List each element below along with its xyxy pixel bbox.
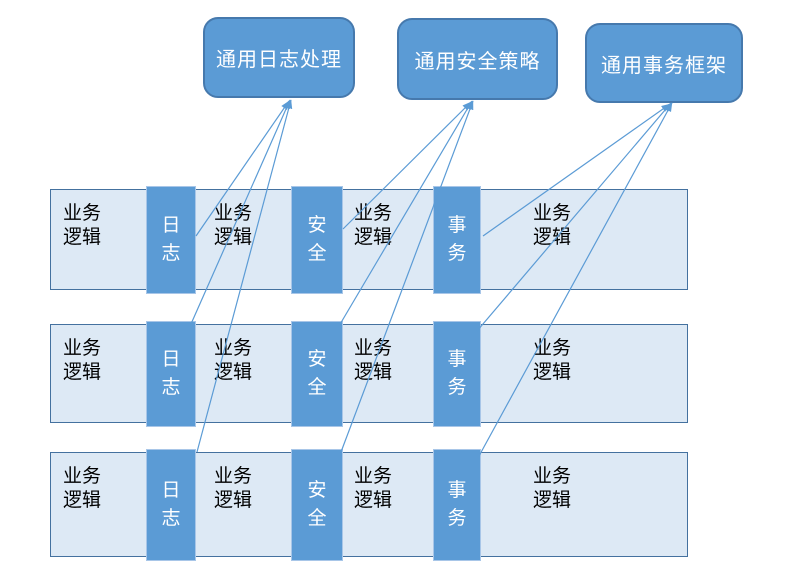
aspect-box-transaction-label: 通用事务框架: [601, 54, 727, 77]
crosscut-segment-security-label: 安 全: [307, 214, 327, 265]
crosscut-segment-transaction-label: 事 务: [447, 479, 467, 530]
crosscut-segment-security: 安 全: [291, 449, 343, 561]
crosscut-segment-security: 安 全: [291, 186, 343, 294]
crosscut-segment-log: 日 志: [146, 321, 196, 427]
crosscut-segment-transaction: 事 务: [433, 186, 481, 294]
crosscut-segment-log: 日 志: [146, 449, 196, 561]
crosscut-segment-log-label: 日 志: [161, 348, 181, 399]
aspect-box-logging: 通用日志处理: [203, 17, 355, 98]
business-logic-segment: 业务 逻辑: [533, 203, 572, 249]
business-logic-segment: 业务 逻辑: [214, 203, 253, 249]
aspect-box-security: 通用安全策略: [397, 18, 558, 100]
pipeline-row-1: 业务 逻辑 日 志 业务 逻辑 安 全 业务 逻辑 事 务 业务 逻辑: [50, 186, 688, 294]
crosscut-segment-transaction-label: 事 务: [447, 348, 467, 399]
business-logic-segment: 业务 逻辑: [63, 466, 102, 512]
aspect-box-transaction: 通用事务框架: [585, 23, 743, 103]
business-logic-segment: 业务 逻辑: [533, 466, 572, 512]
crosscut-segment-transaction-label: 事 务: [447, 214, 467, 265]
pipeline-row-3: 业务 逻辑 日 志 业务 逻辑 安 全 业务 逻辑 事 务 业务 逻辑: [50, 449, 688, 561]
crosscut-segment-security-label: 安 全: [307, 479, 327, 530]
business-logic-segment: 业务 逻辑: [214, 466, 253, 512]
business-logic-segment: 业务 逻辑: [63, 203, 102, 249]
aspect-box-logging-label: 通用日志处理: [216, 49, 342, 71]
business-logic-segment: 业务 逻辑: [63, 338, 102, 384]
pipeline-row-2: 业务 逻辑 日 志 业务 逻辑 安 全 业务 逻辑 事 务 业务 逻辑: [50, 321, 688, 427]
business-logic-segment: 业务 逻辑: [354, 466, 393, 512]
business-logic-segment: 业务 逻辑: [354, 338, 393, 384]
crosscut-segment-log-label: 日 志: [161, 214, 181, 265]
business-logic-segment: 业务 逻辑: [214, 338, 253, 384]
business-logic-segment: 业务 逻辑: [354, 203, 393, 249]
crosscut-segment-security-label: 安 全: [307, 348, 327, 399]
crosscut-segment-transaction: 事 务: [433, 321, 481, 427]
business-logic-segment: 业务 逻辑: [533, 338, 572, 384]
crosscut-segment-transaction: 事 务: [433, 449, 481, 561]
crosscut-segment-log: 日 志: [146, 186, 196, 294]
aspect-box-security-label: 通用安全策略: [414, 50, 541, 73]
crosscut-segment-log-label: 日 志: [161, 479, 181, 530]
crosscut-segment-security: 安 全: [291, 321, 343, 427]
